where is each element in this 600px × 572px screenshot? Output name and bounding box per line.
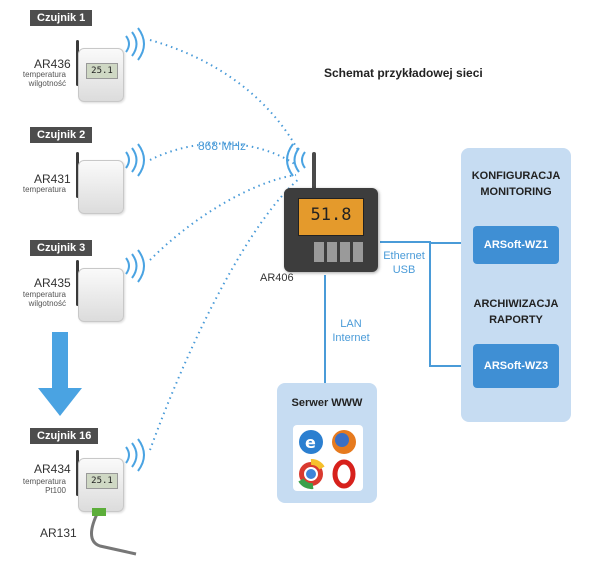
sensor-model-2: AR431: [34, 172, 71, 186]
browser-logos-icon: e: [298, 430, 356, 490]
sensor-desc-2a: temperatura: [22, 185, 66, 194]
antenna-16: [76, 450, 79, 496]
controller-label: AR406: [260, 272, 294, 284]
browser-icons: e: [293, 425, 363, 491]
sensor-desc-1b: wilgotność: [28, 79, 66, 88]
svg-text:e: e: [305, 433, 316, 452]
arsoft-wz1-button[interactable]: ARSoft-WZ1: [473, 226, 559, 264]
wave-icon: [125, 27, 306, 472]
sensor-model-16: AR434: [34, 462, 71, 476]
section1-title-line1: KONFIGURACJA: [471, 170, 561, 182]
sensor-desc-3a: temperatura: [22, 290, 66, 299]
arsoft-wz3-button[interactable]: ARSoft-WZ3: [473, 344, 559, 388]
sensor-desc-16b: Pt100: [45, 486, 66, 495]
down-arrow-head: [38, 388, 82, 416]
sensor-display-1: 25.1: [86, 63, 118, 79]
sensor-tag-3: Czujnik 3: [30, 240, 93, 256]
usb-label: USB: [392, 264, 416, 276]
controller-readout: 51.8: [310, 205, 352, 225]
controller-buttons: [314, 242, 364, 262]
sensor-device-3: [78, 268, 124, 322]
antenna-3: [76, 260, 79, 306]
sensor-display-16: 25.1: [86, 473, 118, 489]
sensor-desc-3b: wilgotność: [28, 299, 66, 308]
sensor-tag-16: Czujnik 16: [30, 428, 99, 444]
software-panel: KONFIGURACJA MONITORING ARSoft-WZ1 ARCHI…: [461, 148, 571, 422]
sensor-model-3: AR435: [34, 276, 71, 290]
section2-title-line2: RAPORTY: [489, 314, 543, 326]
ethernet-label: Ethernet: [383, 250, 425, 262]
server-panel: Serwer WWW e: [277, 383, 377, 503]
antenna-1: [76, 40, 79, 86]
wireless-path-3: [149, 174, 297, 261]
sensor-device-16: 25.1: [78, 458, 124, 512]
controller-display: 51.8: [298, 198, 364, 236]
sensor-tag-1: Czujnik 1: [30, 10, 93, 26]
lan-label: LAN: [340, 318, 362, 330]
diagram-title: Schemat przykładowej sieci: [324, 66, 483, 80]
section2-title-line1: ARCHIWIZACJA: [473, 298, 559, 310]
wireless-path-16: [149, 177, 301, 451]
down-arrow-shaft: [52, 332, 68, 390]
sensor-model-1: AR436: [34, 57, 71, 71]
internet-label: Internet: [332, 332, 370, 344]
antenna-2: [76, 152, 79, 198]
wireless-path-1: [149, 39, 299, 151]
sensor-desc-16a: temperatura: [22, 477, 66, 486]
sensor-tag-2: Czujnik 2: [30, 127, 93, 143]
sensor-device-1: 25.1: [78, 48, 124, 102]
frequency-label: 868 MHz: [198, 139, 247, 153]
controller-antenna: [312, 152, 316, 192]
probe-cable-icon: [90, 508, 137, 556]
section1-title-line2: MONITORING: [480, 186, 552, 198]
controller-device: 51.8: [284, 188, 378, 272]
server-title: Serwer WWW: [291, 397, 363, 409]
sensor-desc-1a: temperatura: [22, 70, 66, 79]
sensor-device-2: [78, 160, 124, 214]
probe-label: AR131: [40, 526, 77, 540]
